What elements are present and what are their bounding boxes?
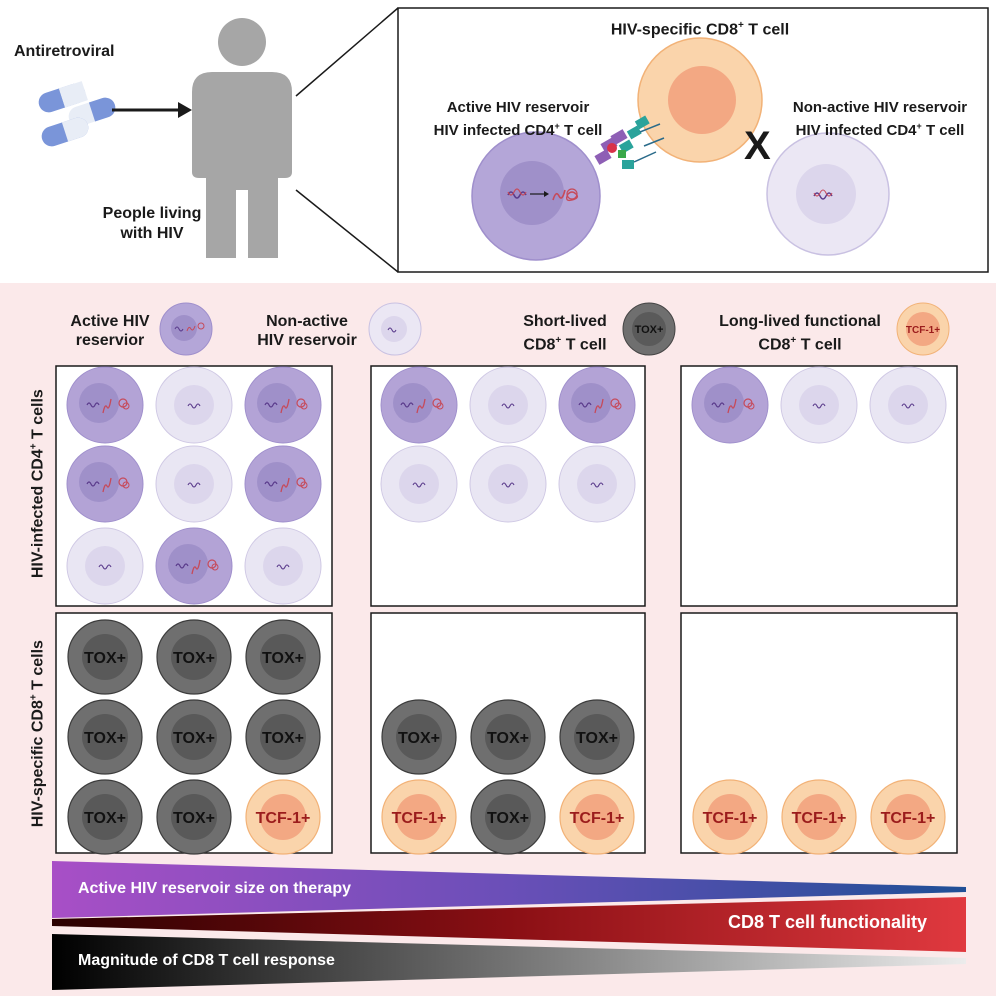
cell-marker-label: TOX+ (173, 810, 215, 827)
tox-cd8-cell: TOX+ (245, 699, 321, 775)
cell-marker-label: TCF-1+ (792, 810, 847, 827)
non-active-reservoir-cell (469, 445, 547, 523)
cell-marker-label: TOX+ (487, 810, 529, 827)
non-active-reservoir-cell (155, 366, 233, 444)
cell-marker-label: TOX+ (262, 650, 304, 667)
legend-short-lived-label: Short-lived CD8+ T cell (523, 313, 607, 354)
magnitude-label: Magnitude of CD8 T cell response (78, 952, 335, 969)
active-reservoir-cell (66, 445, 144, 523)
non-active-reservoir-label: Non-active HIV reservoir HIV infected CD… (792, 99, 968, 139)
active-reservoir-cell (244, 366, 322, 444)
tox-cd8-cell: TOX+ (67, 619, 143, 695)
legend-long-lived-label: Long-lived functional CD8+ T cell (719, 313, 881, 354)
cell-marker-label: TOX+ (173, 650, 215, 667)
active-reservoir-cell (155, 527, 233, 605)
tox-cd8-cell: TOX+ (156, 779, 232, 855)
cell-marker-label: TCF-1+ (570, 810, 625, 827)
cd8-cell-title: HIV-specific CD8+ T cell (610, 20, 790, 39)
legend-nonactive-cell-icon (368, 302, 422, 356)
cell-marker-label: TOX+ (84, 730, 126, 747)
cell-marker-label: TOX+ (398, 730, 440, 747)
non-active-reservoir-cell (244, 527, 322, 605)
active-reservoir-cell (691, 366, 769, 444)
capsule-icon (41, 117, 89, 147)
functionality-label: CD8 T cell functionality (728, 912, 928, 932)
cell-marker-label: TCF-1+ (256, 810, 311, 827)
active-reservoir-cell (471, 131, 601, 261)
cell-marker-label: TOX+ (487, 730, 529, 747)
active-reservoir-cell (558, 366, 636, 444)
receptor-complex (594, 115, 665, 169)
capsule-icon (38, 81, 88, 113)
non-active-reservoir-cell (66, 527, 144, 605)
tox-cd8-cell: TOX+ (67, 779, 143, 855)
person-icon (192, 18, 292, 258)
non-active-reservoir-cell (558, 445, 636, 523)
non-active-reservoir-cell (766, 132, 890, 256)
cell-marker-label: TOX+ (84, 810, 126, 827)
legend-active-cell-icon (159, 302, 213, 356)
tcf1-cd8-cell: TCF-1+ (245, 779, 321, 855)
legend-tox-marker: TOX+ (635, 324, 664, 336)
cell-marker-label: TCF-1+ (392, 810, 447, 827)
tcf1-cd8-cell: TCF-1+ (870, 779, 946, 855)
cd8-t-cell (637, 37, 763, 163)
cell-marker-label: TOX+ (173, 730, 215, 747)
tox-cd8-cell: TOX+ (156, 699, 232, 775)
functionality-wedge (52, 897, 966, 952)
tox-cd8-cell: TOX+ (559, 699, 635, 775)
tox-cd8-cell: TOX+ (67, 699, 143, 775)
tox-cd8-cell: TOX+ (156, 619, 232, 695)
active-reservoir-cell (244, 445, 322, 523)
cell-marker-label: TCF-1+ (881, 810, 936, 827)
active-reservoir-cell (66, 366, 144, 444)
reservoir-size-wedge (52, 861, 966, 918)
non-active-reservoir-cell (469, 366, 547, 444)
block-x-symbol: X (744, 124, 771, 168)
tcf1-cd8-cell: TCF-1+ (692, 779, 768, 855)
antiretroviral-label: Antiretroviral (14, 43, 115, 60)
cell-marker-label: TCF-1+ (703, 810, 758, 827)
zoom-line (295, 189, 399, 273)
top-illustration (38, 7, 989, 273)
magnitude-wedge (52, 934, 966, 990)
non-active-reservoir-cell (155, 445, 233, 523)
tcf1-cd8-cell: TCF-1+ (381, 779, 457, 855)
tox-cd8-cell: TOX+ (381, 699, 457, 775)
tox-cd8-cell: TOX+ (245, 619, 321, 695)
non-active-reservoir-cell (869, 366, 947, 444)
active-reservoir-cell (380, 366, 458, 444)
tox-cd8-cell: TOX+ (470, 699, 546, 775)
cell-marker-label: TOX+ (576, 730, 618, 747)
cell-marker-label: TOX+ (84, 650, 126, 667)
reservoir-size-label: Active HIV reservoir size on therapy (78, 880, 351, 897)
zoom-line (295, 7, 399, 97)
non-active-reservoir-cell (780, 366, 858, 444)
legend-tcf-cell-icon: TCF-1+ (896, 302, 950, 356)
non-active-reservoir-cell (380, 445, 458, 523)
active-reservoir-label: Active HIV reservoir HIV infected CD4+ T… (433, 99, 603, 139)
legend-tox-cell-icon: TOX+ (622, 302, 676, 356)
tcf1-cd8-cell: TCF-1+ (781, 779, 857, 855)
tox-cd8-cell: TOX+ (470, 779, 546, 855)
cell-marker-label: TOX+ (262, 730, 304, 747)
legend-tcf-marker: TCF-1+ (906, 325, 940, 336)
tcf1-cd8-cell: TCF-1+ (559, 779, 635, 855)
arrow-right-icon (112, 102, 192, 118)
